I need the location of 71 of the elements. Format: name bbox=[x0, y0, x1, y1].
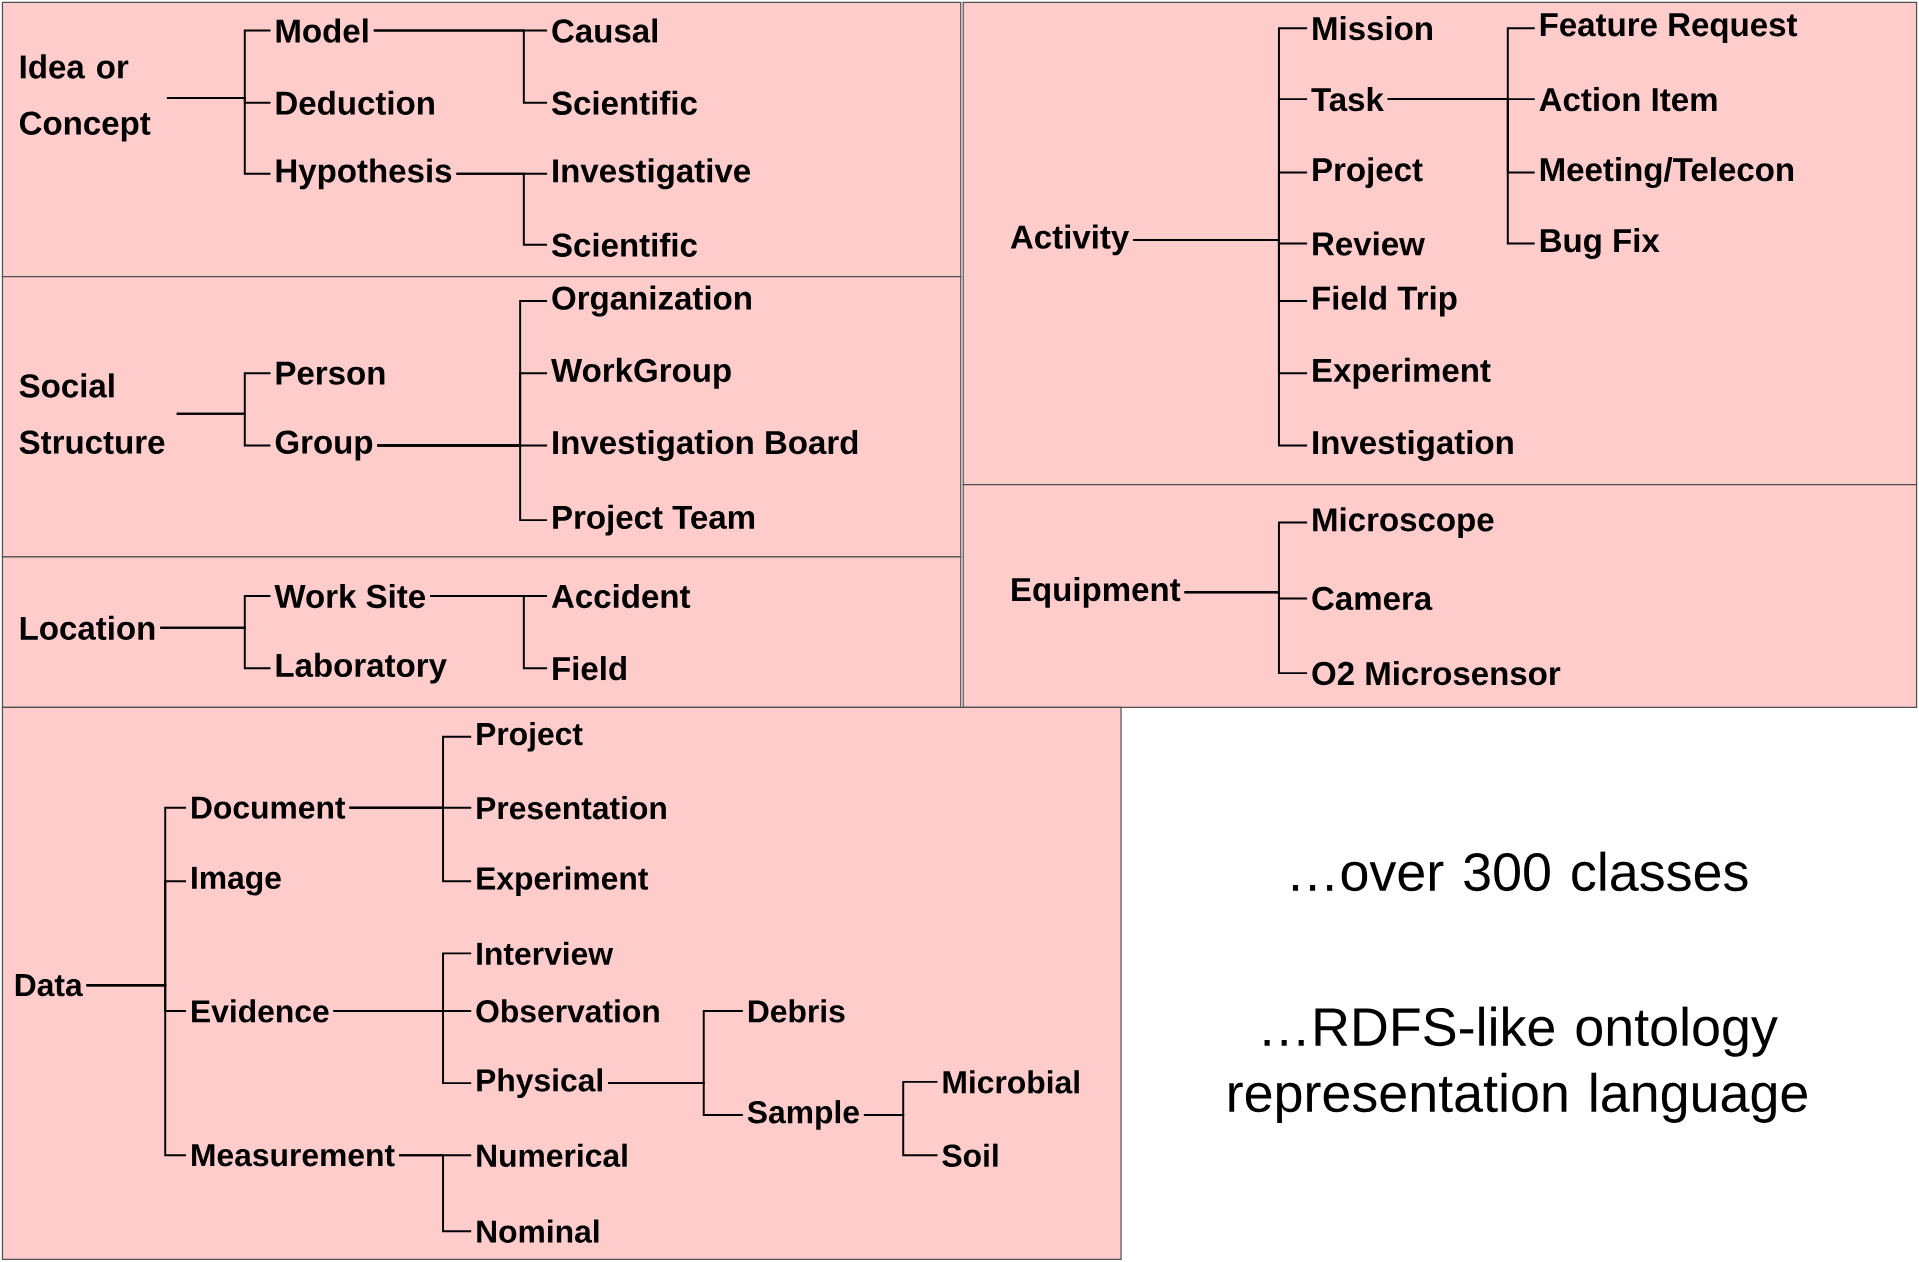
tree-term: Image bbox=[192, 866, 281, 896]
tree-connector bbox=[372, 29, 549, 104]
tree-term: Investigation Board bbox=[553, 430, 858, 462]
tree-term: Bug Fix bbox=[1540, 228, 1660, 260]
tree-term: Investigative bbox=[553, 158, 751, 190]
tree-term: Group bbox=[275, 430, 373, 461]
tree-connector bbox=[398, 1154, 473, 1233]
tree-term: Evidence bbox=[192, 999, 329, 1023]
tree-term: Camera bbox=[1312, 586, 1433, 611]
tree-term: Model bbox=[276, 18, 368, 43]
tree-term: Idea or Concept bbox=[20, 54, 151, 142]
tree-term: Scientific bbox=[551, 232, 697, 257]
tree-connector bbox=[376, 444, 549, 522]
tree-term: Field Trip bbox=[1313, 285, 1457, 317]
tree-term: Deduction bbox=[276, 90, 434, 116]
tree-term: Microbial bbox=[943, 1070, 1079, 1094]
tree-term: Equipment bbox=[1012, 577, 1181, 608]
tree-term: Data bbox=[15, 974, 83, 997]
tree-term: Microscope bbox=[1313, 507, 1494, 539]
tree-connector bbox=[455, 172, 549, 246]
tree-term: Location bbox=[20, 615, 155, 641]
tree-term: Project Team bbox=[553, 504, 754, 536]
tree-term: Observation bbox=[476, 999, 659, 1023]
tree-term: Work Site bbox=[274, 584, 426, 609]
tree-term: Laboratory bbox=[276, 652, 447, 684]
tree-term: O2 Microsensor bbox=[1312, 661, 1561, 686]
tree-term: Sample bbox=[747, 1100, 859, 1130]
tree-term: Project bbox=[477, 722, 583, 752]
tree-term: Meeting/Telecon bbox=[1540, 157, 1794, 189]
tree-term: Field bbox=[553, 656, 626, 681]
tree-term: WorkGroup bbox=[551, 358, 731, 389]
tree-term: Investigation bbox=[1313, 430, 1513, 462]
tree-connector bbox=[348, 806, 473, 883]
tree-term: Debris bbox=[748, 999, 845, 1023]
tree-term: Presentation bbox=[477, 796, 666, 820]
tree-term: Soil bbox=[942, 1143, 998, 1168]
tree-connector bbox=[1183, 591, 1309, 675]
tree-term: Physical bbox=[477, 1068, 602, 1099]
tree-term: Review bbox=[1313, 231, 1425, 256]
tree-term: Feature Request bbox=[1540, 13, 1798, 44]
tree-connector bbox=[1386, 98, 1536, 245]
tree-term: Causal bbox=[552, 18, 657, 43]
tree-connector bbox=[1132, 239, 1309, 447]
tree-term: Person bbox=[276, 361, 385, 385]
tree-term: Action Item bbox=[1539, 87, 1717, 112]
tree-term: Document bbox=[192, 796, 346, 819]
note-text: …RDFS-like ontology representation language bbox=[1229, 1006, 1807, 1123]
tree-term: Hypothesis bbox=[276, 158, 452, 190]
note-text: …over 300 classes bbox=[1292, 851, 1748, 892]
tree-connector bbox=[332, 1010, 473, 1085]
tree-term: Measurement bbox=[192, 1144, 395, 1167]
tree-connector bbox=[165, 97, 272, 175]
tree-connector bbox=[159, 626, 272, 670]
tree-term: Activity bbox=[1010, 224, 1130, 256]
tree-term: Accident bbox=[551, 584, 691, 609]
tree-term: Interview bbox=[477, 941, 614, 966]
tree-connector bbox=[429, 595, 549, 670]
tree-term: Nominal bbox=[477, 1219, 599, 1243]
tree-connector bbox=[607, 1082, 744, 1116]
tree-term: Experiment bbox=[1313, 358, 1491, 389]
tree-term: Organization bbox=[552, 285, 751, 317]
tree-term: Project bbox=[1313, 157, 1423, 189]
tree-connector bbox=[175, 412, 272, 447]
tree-term: Task bbox=[1311, 87, 1384, 112]
tree-term: Social Structure bbox=[19, 373, 165, 455]
tree-connector bbox=[85, 984, 187, 1157]
tree-connector bbox=[862, 1114, 939, 1157]
tree-term: Experiment bbox=[477, 866, 648, 897]
tree-term: Mission bbox=[1313, 16, 1432, 41]
tree-term: Scientific bbox=[551, 90, 697, 116]
tree-term: Numerical bbox=[477, 1143, 627, 1168]
